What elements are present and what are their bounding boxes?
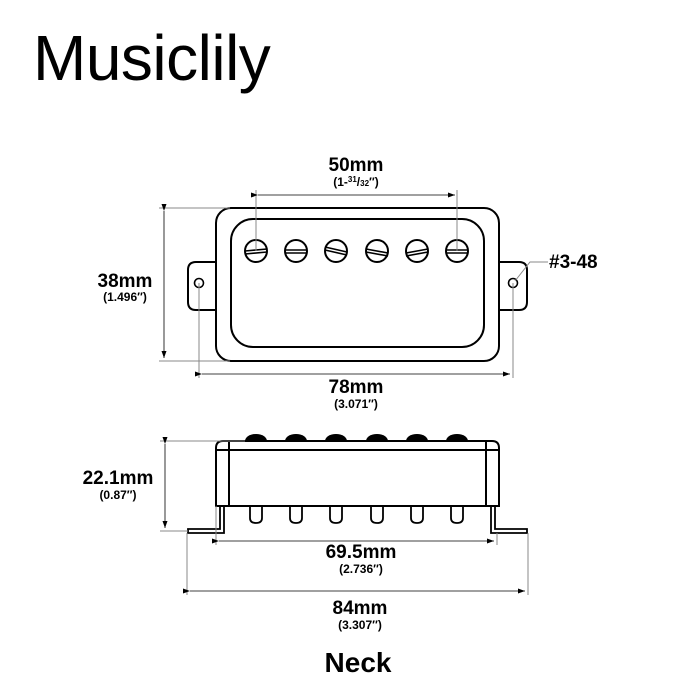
- mount-width-dimension: [195, 283, 514, 378]
- height-dimension: [159, 204, 230, 362]
- pole-screw-icon: [284, 239, 308, 263]
- pole-screw-icon: [324, 239, 348, 263]
- side-view: 22.1mm (0.87″) 69.5mm (2.736″) 84mm (3.3…: [83, 434, 529, 632]
- mount-width-inch: (3.071″): [334, 397, 378, 411]
- pole-screw-icon: [405, 239, 429, 263]
- side-height-mm: 22.1mm: [83, 468, 154, 489]
- inner-width-mm: 69.5mm: [326, 542, 397, 563]
- pickup-cover-inner: [230, 218, 485, 348]
- top-view: 50mm (1-31/32″) 38mm (1.496″) 78mm (3.07…: [98, 155, 598, 411]
- pole-spacing-mm: 50mm: [329, 155, 384, 176]
- pole-spacing-inch: (1-31/32″): [333, 175, 379, 189]
- pole-spacing-dimension: [251, 190, 458, 251]
- baseplate-tab-left: [187, 507, 225, 534]
- height-inch: (1.496″): [103, 290, 147, 304]
- pole-tops: [245, 434, 468, 441]
- pickup-position-caption: Neck: [325, 647, 392, 678]
- brand-title: Musiclily: [33, 22, 271, 94]
- total-width-mm: 84mm: [333, 598, 388, 619]
- total-width-dimension: [183, 533, 529, 595]
- screw-size-callout: #3-48: [549, 252, 598, 273]
- mount-width-mm: 78mm: [329, 377, 384, 398]
- inner-width-dimension: [212, 506, 498, 545]
- pole-legs: [249, 507, 464, 524]
- inner-width-inch: (2.736″): [339, 562, 383, 576]
- height-mm: 38mm: [98, 271, 153, 292]
- baseplate-tab-right: [490, 507, 528, 534]
- pole-screw-icon: [365, 239, 389, 263]
- total-width-inch: (3.307″): [338, 618, 382, 632]
- side-height-inch: (0.87″): [99, 488, 136, 502]
- pickup-body-side: [215, 440, 500, 507]
- side-height-dimension: [160, 437, 245, 532]
